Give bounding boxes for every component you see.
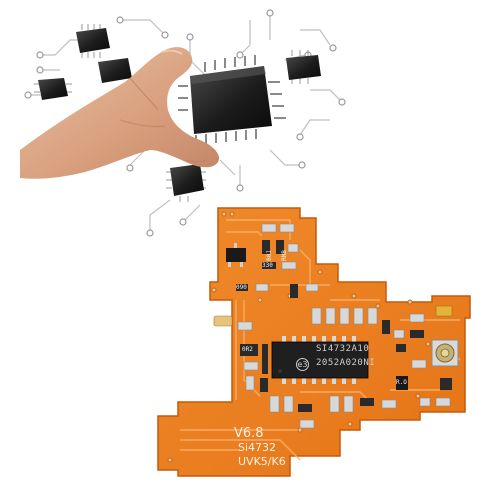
hand — [20, 47, 220, 179]
ufl-connector — [431, 339, 459, 367]
chip-small-top-left — [76, 24, 110, 58]
chip-small-right — [286, 50, 321, 84]
chip-small-left — [34, 78, 72, 100]
part-label-r1: B0J — [265, 250, 273, 261]
part-label-r2: RNB — [280, 250, 288, 261]
board-version-label: V6.8 — [234, 426, 264, 441]
part-label-r3: 330 — [262, 262, 273, 269]
board-model-label: UVK5/K6 — [238, 455, 286, 468]
main-ic — [271, 336, 369, 384]
pcb-components — [213, 223, 453, 429]
chip-main — [178, 55, 286, 145]
trace-pads — [24, 9, 346, 237]
chip-small-mid-left — [98, 58, 132, 83]
part-label-r6: R.O — [396, 379, 407, 386]
side-component — [262, 344, 268, 374]
board-chip-label: Si4732 — [238, 441, 277, 454]
chip-small-bottom — [166, 164, 206, 202]
ic-marking-line1: SI4732A10 — [316, 344, 370, 354]
ic-marking-logo: e3 — [296, 358, 309, 371]
part-label-r4: 090 — [236, 284, 247, 291]
ic-marking-line2: 2052A020NI — [316, 358, 376, 368]
part-label-r5: 0R2 — [242, 346, 253, 353]
